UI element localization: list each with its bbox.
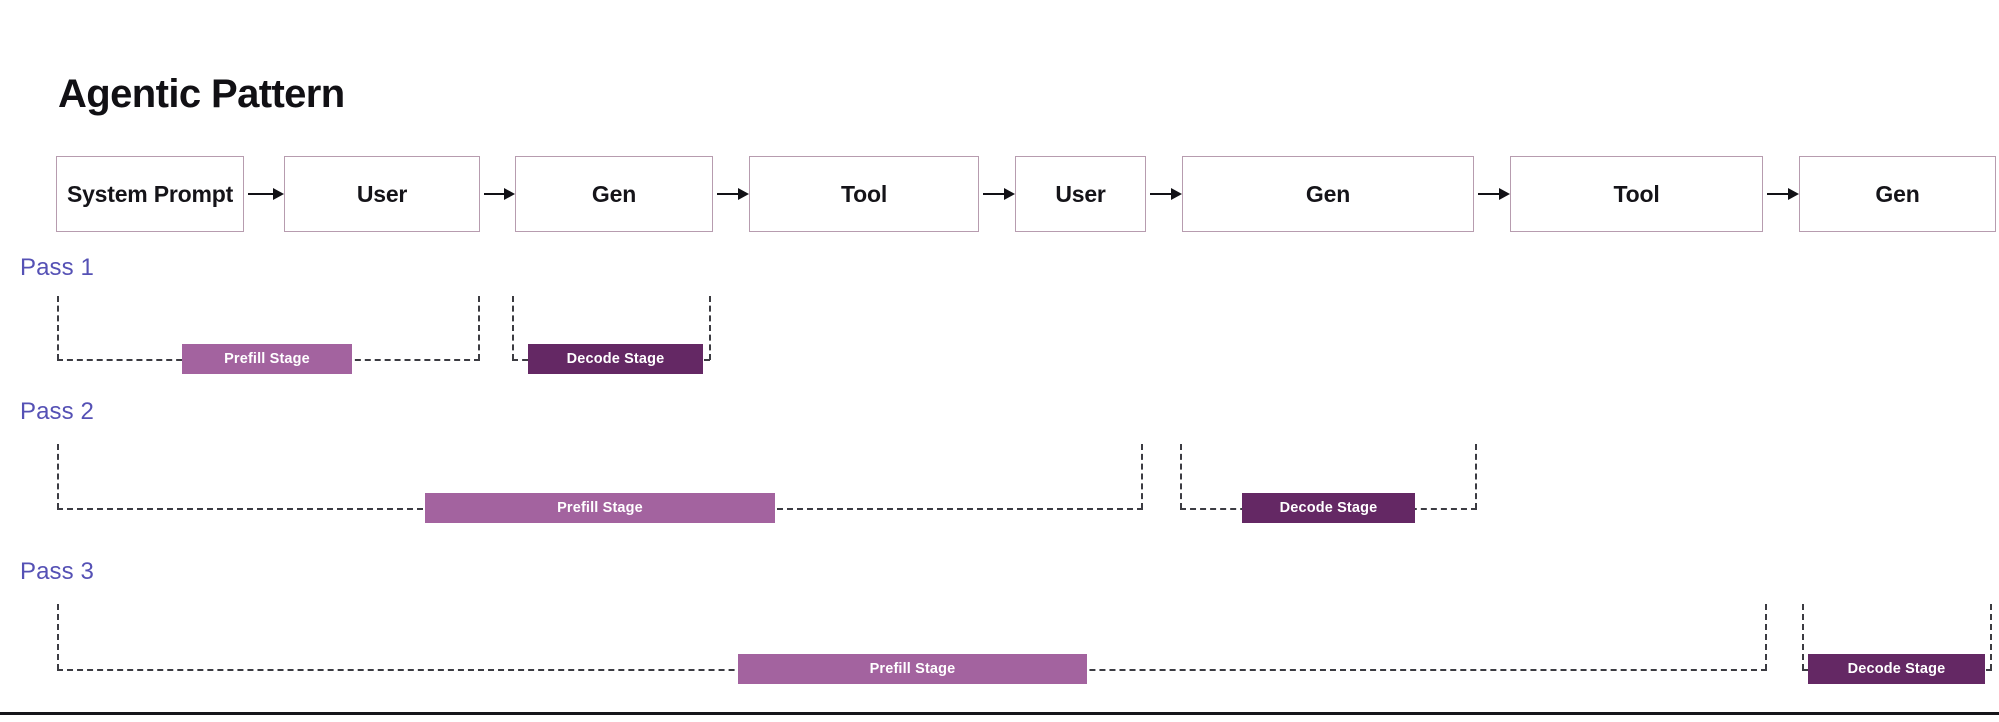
arrow-head-icon	[1004, 188, 1015, 200]
pass-label-2: Pass 2	[20, 398, 94, 425]
arrow-head-icon	[504, 188, 515, 200]
flow-arrow-5	[1150, 186, 1182, 202]
flow-box-label: Tool	[840, 180, 888, 207]
pass2-prefill-bracket-right	[1141, 444, 1143, 509]
arrow-head-icon	[273, 188, 284, 200]
arrow-head-icon	[1171, 188, 1182, 200]
pass2-decode-bracket-left	[1180, 444, 1182, 509]
flow-box-tool-2[interactable]: Tool	[1510, 156, 1763, 232]
arrow-shaft	[717, 192, 738, 196]
pass3-decode-stage-bar[interactable]: Decode Stage	[1808, 654, 1985, 684]
flow-arrow-7	[1767, 186, 1799, 202]
arrow-shaft	[248, 192, 273, 196]
pass2-prefill-stage-bar[interactable]: Prefill Stage	[425, 493, 775, 523]
pass-label-1: Pass 1	[20, 254, 94, 281]
flow-box-gen-2[interactable]: Gen	[1182, 156, 1474, 232]
pass1-prefill-bracket-left	[57, 296, 59, 360]
flow-box-gen-3[interactable]: Gen	[1799, 156, 1996, 232]
flow-box-label: System Prompt	[66, 180, 234, 207]
stage-label: Decode Stage	[1279, 500, 1378, 516]
flow-arrow-2	[484, 186, 515, 202]
pass3-prefill-stage-bar[interactable]: Prefill Stage	[738, 654, 1087, 684]
pass1-decode-bracket-left	[512, 296, 514, 360]
pass3-decode-bracket-right	[1990, 604, 1992, 670]
stage-label: Prefill Stage	[869, 661, 956, 677]
flow-box-label: Gen	[1875, 180, 1920, 207]
flow-arrow-4	[983, 186, 1015, 202]
stage-label: Prefill Stage	[557, 500, 643, 516]
arrow-head-icon	[1499, 188, 1510, 200]
flow-box-label: Gen	[591, 180, 637, 207]
flow-box-label: User	[356, 180, 408, 207]
pass1-decode-stage-bar[interactable]: Decode Stage	[528, 344, 703, 374]
flow-box-label: Gen	[1305, 180, 1351, 207]
flow-row: System Prompt User Gen Tool User	[0, 156, 1999, 234]
pass2-prefill-bracket-left	[57, 444, 59, 509]
stage-label: Decode Stage	[1847, 661, 1946, 677]
flow-box-label: Tool	[1613, 180, 1660, 207]
flow-box-label: User	[1055, 180, 1106, 207]
arrow-shaft	[983, 192, 1004, 196]
pass3-prefill-bracket-right	[1765, 604, 1767, 670]
arrow-shaft	[1150, 192, 1171, 196]
pass3-decode-bracket-left	[1802, 604, 1804, 670]
flow-arrow-1	[248, 186, 284, 202]
flow-box-user-2[interactable]: User	[1015, 156, 1146, 232]
arrow-head-icon	[1788, 188, 1799, 200]
flow-box-gen-1[interactable]: Gen	[515, 156, 713, 232]
stage-label: Prefill Stage	[224, 351, 310, 367]
pass1-prefill-stage-bar[interactable]: Prefill Stage	[182, 344, 352, 374]
arrow-shaft	[1478, 192, 1499, 196]
flow-arrow-3	[717, 186, 749, 202]
pass2-decode-bracket-right	[1475, 444, 1477, 509]
arrow-shaft	[1767, 192, 1788, 196]
pass2-decode-stage-bar[interactable]: Decode Stage	[1242, 493, 1415, 523]
flow-box-tool-1[interactable]: Tool	[749, 156, 979, 232]
flow-box-system-prompt[interactable]: System Prompt	[56, 156, 244, 232]
stage-label: Decode Stage	[566, 351, 665, 367]
arrow-shaft	[484, 192, 504, 196]
pass1-prefill-bracket-right	[478, 296, 480, 360]
arrow-head-icon	[738, 188, 749, 200]
flow-box-user-1[interactable]: User	[284, 156, 480, 232]
pass1-decode-bracket-right	[709, 296, 711, 360]
bottom-divider	[0, 712, 1999, 715]
pass-label-3: Pass 3	[20, 558, 94, 585]
page-title: Agentic Pattern	[58, 72, 345, 116]
pass3-prefill-bracket-left	[57, 604, 59, 670]
flow-arrow-6	[1478, 186, 1510, 202]
